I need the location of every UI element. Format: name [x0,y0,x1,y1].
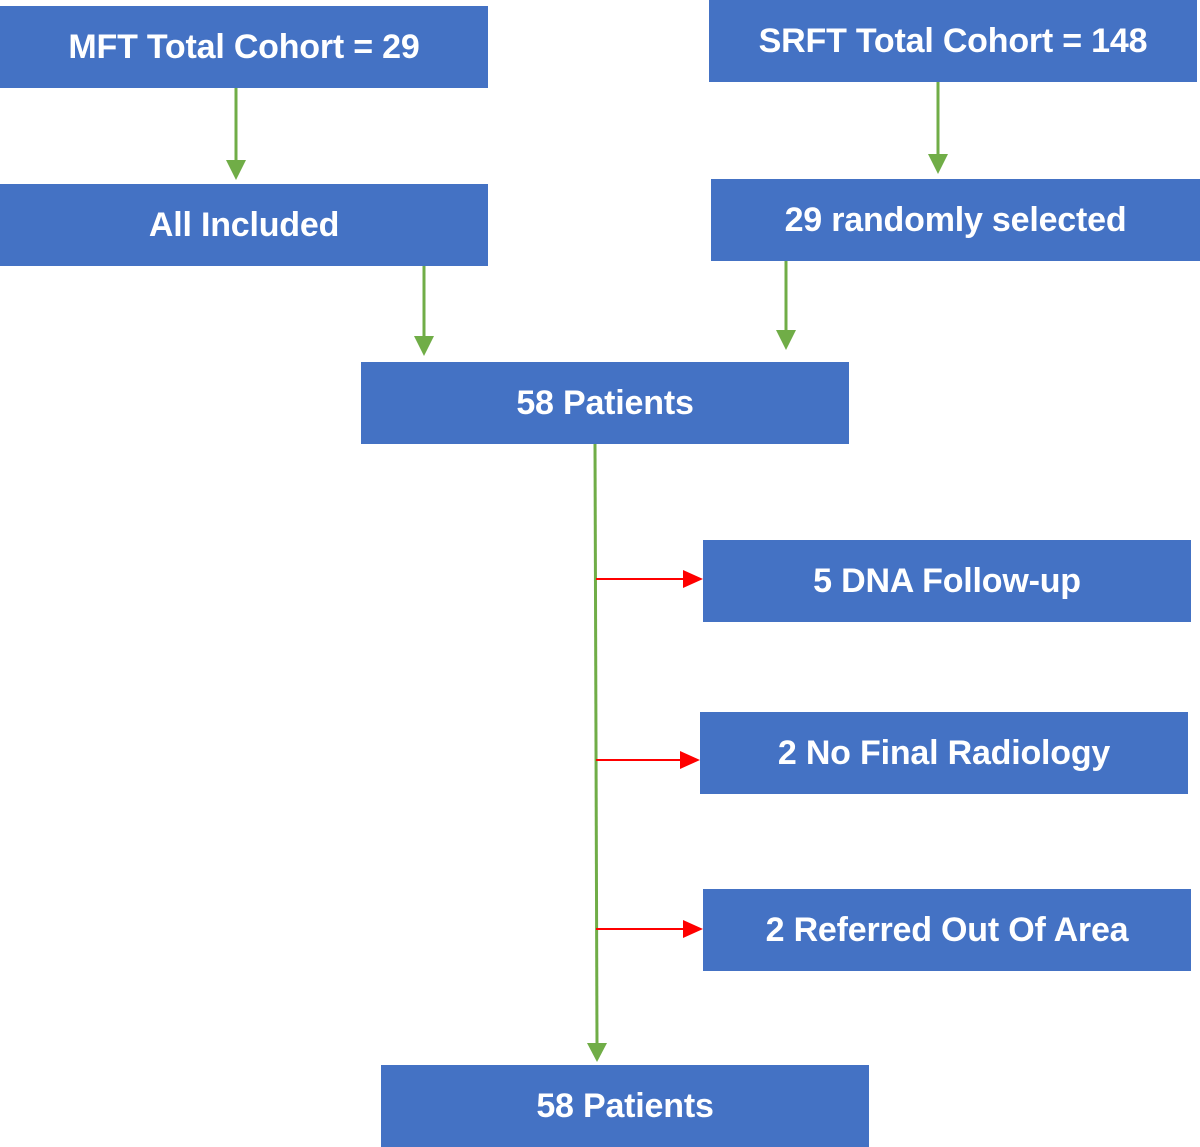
srft-total-cohort-box: SRFT Total Cohort = 148 [709,0,1197,82]
mft-total-cohort-box: MFT Total Cohort = 29 [0,6,488,88]
dna-followup-label: 5 DNA Follow-up [813,561,1081,600]
arrow-exclusion-referred [596,920,703,938]
arrow-randomly-selected-to-patients [776,261,796,350]
arrow-exclusion-radiology [596,751,700,769]
dna-followup-box: 5 DNA Follow-up [703,540,1191,622]
referred-out-of-area-box: 2 Referred Out Of Area [703,889,1191,971]
no-final-radiology-label: 2 No Final Radiology [777,733,1111,772]
final-patients-label: 58 Patients [536,1086,714,1125]
srft-total-cohort-label: SRFT Total Cohort = 148 [758,21,1148,60]
randomly-selected-box: 29 randomly selected [711,179,1200,261]
arrow-main-trunk [587,443,607,1062]
final-patients-box: 58 Patients [381,1065,869,1147]
arrow-exclusion-dna [596,570,703,588]
combined-patients-label: 58 Patients [516,383,694,422]
arrow-all-included-to-patients [414,266,434,356]
mft-total-cohort-label: MFT Total Cohort = 29 [68,27,420,66]
arrow-mft-to-all-included [226,88,246,180]
combined-patients-box: 58 Patients [361,362,849,444]
arrow-srft-to-randomly-selected [928,82,948,174]
randomly-selected-label: 29 randomly selected [784,200,1127,239]
no-final-radiology-box: 2 No Final Radiology [700,712,1188,794]
all-included-box: All Included [0,184,488,266]
all-included-label: All Included [148,205,340,244]
referred-out-of-area-label: 2 Referred Out Of Area [765,910,1129,949]
